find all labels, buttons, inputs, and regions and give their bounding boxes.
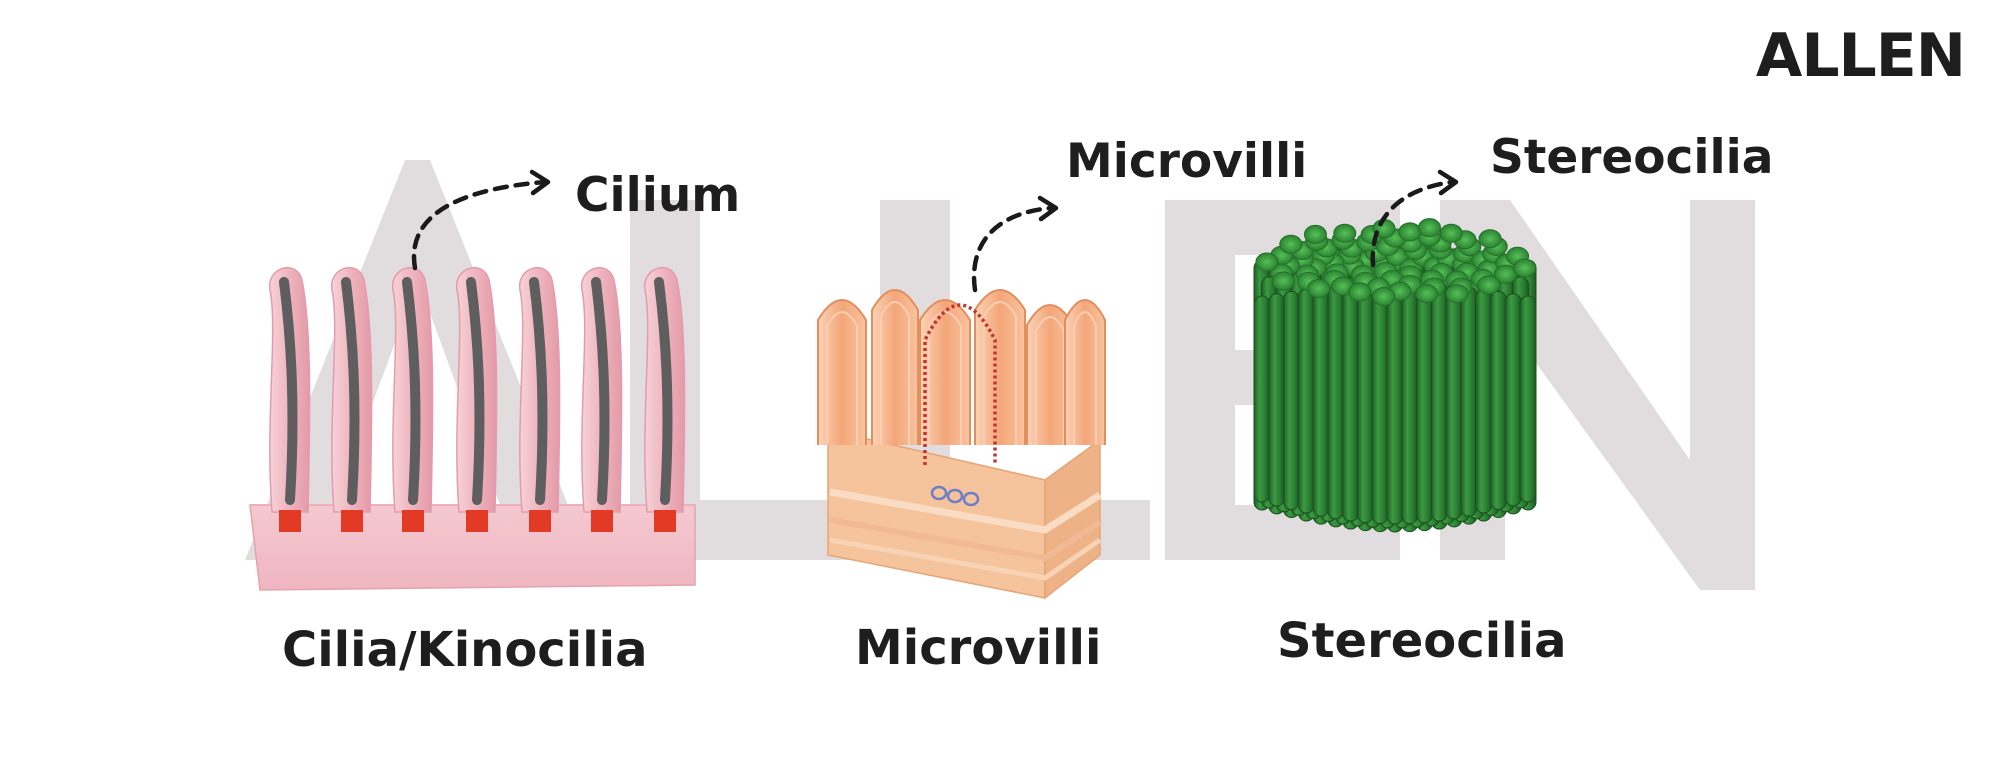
stereocilium-tip	[1271, 271, 1295, 291]
stereocilium-rod	[1519, 295, 1537, 503]
villus	[871, 289, 919, 445]
villus	[974, 289, 1026, 445]
basal-body	[529, 510, 551, 532]
stereocilium-tip	[1255, 252, 1279, 272]
cilium-stalk	[392, 267, 434, 532]
highlighted-villus	[923, 303, 997, 465]
stereocilium-rod	[1475, 288, 1493, 514]
stereocilium-rod	[1268, 293, 1286, 507]
villus	[1064, 299, 1106, 445]
cilium-callout-arrow	[411, 179, 548, 271]
microvilli-illustration	[817, 289, 1106, 600]
stereocilium-rod	[1504, 293, 1522, 507]
villus	[817, 299, 867, 445]
microvilli-callout-label: Microvilli	[1066, 134, 1308, 189]
cilium-stalk	[581, 267, 623, 532]
stereocilium-rod	[1327, 284, 1345, 520]
cilia-kinocilia-caption: Cilia/Kinocilia	[282, 622, 648, 678]
basal-body	[341, 510, 363, 532]
stereocilium-rod	[1430, 282, 1448, 522]
stereocilium-tip	[1477, 275, 1501, 295]
stereocilium-tip	[1307, 279, 1331, 299]
stereocilium-tip	[1478, 229, 1502, 249]
stereocilium-rod	[1386, 275, 1404, 525]
basal-body	[402, 510, 424, 532]
stereocilium-tip	[1333, 223, 1357, 243]
stereocilium-tip	[1372, 286, 1396, 306]
microvilli-arrowhead	[1037, 195, 1059, 222]
stereocilium-rod	[1489, 291, 1507, 511]
stereocilium-rod	[1356, 279, 1374, 524]
stereocilium-tip	[1418, 218, 1442, 238]
stereocilia-callout-label: Stereocilia	[1490, 130, 1774, 185]
stereocilium-tip	[1398, 222, 1422, 242]
cilium-stalk	[519, 267, 561, 532]
stereocilium-rod	[1253, 295, 1271, 503]
basal-body	[654, 510, 676, 532]
stereocilium-tip	[1513, 258, 1537, 278]
stereocilia-callout-arrow	[1370, 179, 1455, 268]
stereocilium-rod	[1416, 279, 1434, 524]
cilium-stalk	[269, 267, 311, 532]
allen-logo: ALLEN	[1755, 21, 1966, 91]
cilium-arrowhead	[529, 169, 551, 196]
microvilli-callout-arrow	[971, 205, 1055, 293]
stereocilium-rod	[1371, 277, 1389, 525]
stereocilium-tip	[1279, 234, 1303, 254]
stereocilium-rod	[1283, 291, 1301, 511]
basal-body	[466, 510, 488, 532]
microvilli-caption: Microvilli	[855, 620, 1102, 676]
cilia-illustration	[249, 267, 696, 591]
stereocilia-caption: Stereocilia	[1277, 613, 1567, 669]
cilium-stalk	[456, 267, 498, 532]
stereocilium-tip	[1303, 224, 1327, 244]
stereocilium-rod	[1342, 282, 1360, 522]
stereocilium-tip	[1415, 284, 1439, 304]
stereocilium-rod	[1401, 277, 1419, 525]
stereocilium-rod	[1445, 284, 1463, 520]
stereocilium-rod	[1297, 288, 1315, 514]
stereocilium-tip	[1348, 282, 1372, 302]
villus	[919, 299, 971, 445]
cilium-callout-label: Cilium	[575, 168, 741, 223]
stereocilium-rod	[1312, 286, 1330, 517]
stereocilium-tip	[1445, 284, 1469, 304]
basal-body	[279, 510, 301, 532]
stereocilia-arrowhead	[1437, 169, 1459, 196]
stereocilium-rod	[1460, 286, 1478, 517]
cilium-stalk	[331, 267, 373, 532]
stereocilium-tip	[1439, 223, 1463, 243]
cilium-stalk	[644, 267, 686, 532]
stereocilia-illustration	[1253, 218, 1537, 533]
basal-body	[591, 510, 613, 532]
